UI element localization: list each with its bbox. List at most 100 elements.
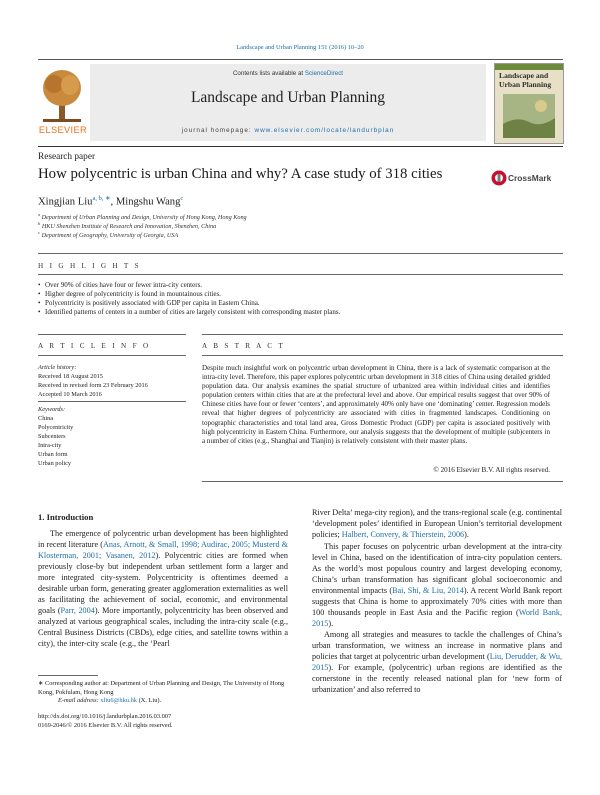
section-rule <box>38 253 563 254</box>
keyword: Urban policy <box>38 460 72 467</box>
section-rule <box>38 274 563 275</box>
affiliation: b HKU Shenzhen Institute of Research and… <box>38 221 216 230</box>
publisher-logo-text: ELSEVIER <box>38 125 88 135</box>
body-text: ). <box>328 618 334 628</box>
keyword: China <box>38 415 54 422</box>
authors: Xingjian Liua, b, ∗, Mingshu Wangc <box>38 195 184 208</box>
article-title: How polycentric is urban China and why? … <box>38 166 443 182</box>
highlight-item: • Polycentricity is positively associated… <box>38 299 260 307</box>
bullet-icon: • <box>38 281 41 289</box>
author-name[interactable]: Mingshu Wang <box>115 196 181 208</box>
section-heading: 1. Introduction <box>38 512 94 522</box>
body-text: Among all strategies and measures to tac… <box>312 630 562 662</box>
bullet-icon: • <box>38 308 41 316</box>
bullet-icon: • <box>38 299 41 307</box>
journal-header-box: Contents lists available at ScienceDirec… <box>90 64 486 141</box>
homepage-link[interactable]: www.elsevier.com/locate/landurbplan <box>254 127 395 134</box>
body-left-column: The emergence of polycentric urban devel… <box>38 529 288 649</box>
cover-band <box>495 64 563 70</box>
citation-link[interactable]: Parr, 2004 <box>60 605 95 615</box>
body-right-column: River Delta’ mega-city region), and the … <box>312 508 562 696</box>
journal-homepage: journal homepage: www.elsevier.com/locat… <box>90 127 486 134</box>
highlights-heading: H I G H L I G H T S <box>38 262 141 270</box>
paragraph: This paper focuses on polycentric urban … <box>312 542 562 630</box>
highlight-item: • Identified patterns of centers in a num… <box>38 308 340 316</box>
abstract-copyright: © 2016 Elsevier B.V. All rights reserved… <box>433 466 550 474</box>
author-affiliation-mark[interactable]: c <box>180 195 184 202</box>
abstract-rule <box>202 334 563 335</box>
keywords: Keywords: China Polycentricity Subcenter… <box>38 405 188 468</box>
contents-prefix: Contents lists available at <box>232 70 305 77</box>
body-text: ). More importantly, polycentricity has … <box>38 605 289 648</box>
footnote-rule <box>38 675 98 676</box>
history-entry: Received 18 August 2015 <box>38 373 103 380</box>
abstract-rule <box>202 355 563 356</box>
affiliation-mark: a <box>38 212 41 217</box>
article-type: Research paper <box>38 152 96 162</box>
corresponding-author-note: ∗ Corresponding author at: Department of… <box>38 680 285 696</box>
author-affiliation-mark[interactable]: a, b, ∗ <box>92 195 111 202</box>
affiliation-mark: b <box>38 221 41 226</box>
citation-link[interactable]: World Bank, 2015 <box>312 607 563 628</box>
article-info-heading: A R T I C L E I N F O <box>38 342 151 350</box>
affiliation: a Department of Urban Planning and Desig… <box>38 212 247 221</box>
keyword: Urban form <box>38 451 68 458</box>
affiliation-text: Department of Geography, University of G… <box>41 232 179 240</box>
abstract-text: Despite much insightful work on polycent… <box>202 364 550 445</box>
body-text: ). <box>464 529 469 539</box>
history-label: Article history: <box>38 364 77 371</box>
citation-link[interactable]: Anas, Arnott, & Small, 1998; Audirac, 20… <box>38 539 288 560</box>
body-text: The emergence of polycentric urban devel… <box>38 529 288 549</box>
doi-link[interactable]: http://dx.doi.org/10.1016/j.landurbplan.… <box>38 713 172 720</box>
citation-link[interactable]: Bai, Shi, & Liu, 2014 <box>392 585 464 595</box>
affiliation-mark: c <box>38 230 41 235</box>
keyword: Polycentricity <box>38 424 74 431</box>
affiliation: c Department of Geography, University of… <box>38 230 178 239</box>
journal-name: Landscape and Urban Planning <box>190 89 386 106</box>
email-label: E-mail address: <box>58 697 101 704</box>
article-info-rule <box>38 355 186 356</box>
body-text: ). A recent World Bank report suggests t… <box>312 585 563 617</box>
email-link[interactable]: xliu6@hku.hk <box>100 697 137 704</box>
bullet-icon: • <box>38 290 41 298</box>
keyword: Subcenters <box>38 433 66 440</box>
affiliation-text: Department of Urban Planning and Design,… <box>41 214 247 222</box>
paragraph: Among all strategies and measures to tac… <box>312 630 562 696</box>
paragraph: River Delta’ mega-city region), and the … <box>312 508 562 541</box>
keyword: Intra-city <box>38 442 62 449</box>
header-rule-bottom <box>38 146 563 147</box>
citation-link[interactable]: Liu, Derudder, & Wu, 2015 <box>312 652 562 673</box>
elsevier-tree-logo <box>37 64 87 141</box>
crossmark-badge[interactable] <box>491 170 561 186</box>
crossmark-label[interactable]: CrossMark <box>508 173 552 183</box>
article-info-rule <box>38 334 186 335</box>
highlight-item: • Higher degree of polycentricity is foun… <box>38 290 221 298</box>
highlight-text: Identified patterns of centers in a numb… <box>45 308 341 316</box>
history-entry: Accepted 10 March 2016 <box>38 391 102 398</box>
highlight-text: Polycentricity is positively associated … <box>45 299 260 307</box>
body-text: River Delta’ mega-city region), and the … <box>312 508 562 539</box>
cover-image <box>503 94 555 138</box>
cover-title: Landscape and Urban Planning <box>499 71 552 89</box>
contents-line: Contents lists available at ScienceDirec… <box>90 70 486 77</box>
article-info-rule <box>38 401 186 402</box>
highlight-text: Higher degree of polycentricity is found… <box>45 290 221 298</box>
sciencedirect-link[interactable]: ScienceDirect <box>304 70 344 77</box>
affiliation-text: HKU Shenzhen Institute of Research and I… <box>41 223 217 231</box>
body-text: ). For example, (polycentric) urban regi… <box>312 663 562 695</box>
header-rule <box>38 59 563 60</box>
highlight-text: Over 90% of cities have four or fewer in… <box>45 281 203 289</box>
history-entry: Received in revised form 23 February 201… <box>38 382 148 389</box>
journal-cover: Landscape and Urban Planning <box>494 63 564 144</box>
abstract-heading: A B S T R A C T <box>202 342 286 350</box>
keywords-label: Keywords: <box>38 406 66 413</box>
journal-citation[interactable]: Landscape and Urban Planning 151 (2016) … <box>236 44 364 51</box>
email-line: E-mail address: xliu6@hku.hk (X. Liu). <box>38 697 288 706</box>
citation-link[interactable]: Halbert, Convery, & Thierstein, 2006 <box>341 529 465 539</box>
email-suffix: (X. Liu). <box>136 697 162 704</box>
body-text: This paper focuses on polycentric urban … <box>312 541 562 595</box>
author-name[interactable]: Xingjian Liu <box>38 196 93 208</box>
article-history: Article history: Received 18 August 2015… <box>38 363 188 399</box>
highlight-item: • Over 90% of cities have four or fewer i… <box>38 281 202 289</box>
body-text: ). Polycentric cities are formed when pr… <box>38 550 288 615</box>
